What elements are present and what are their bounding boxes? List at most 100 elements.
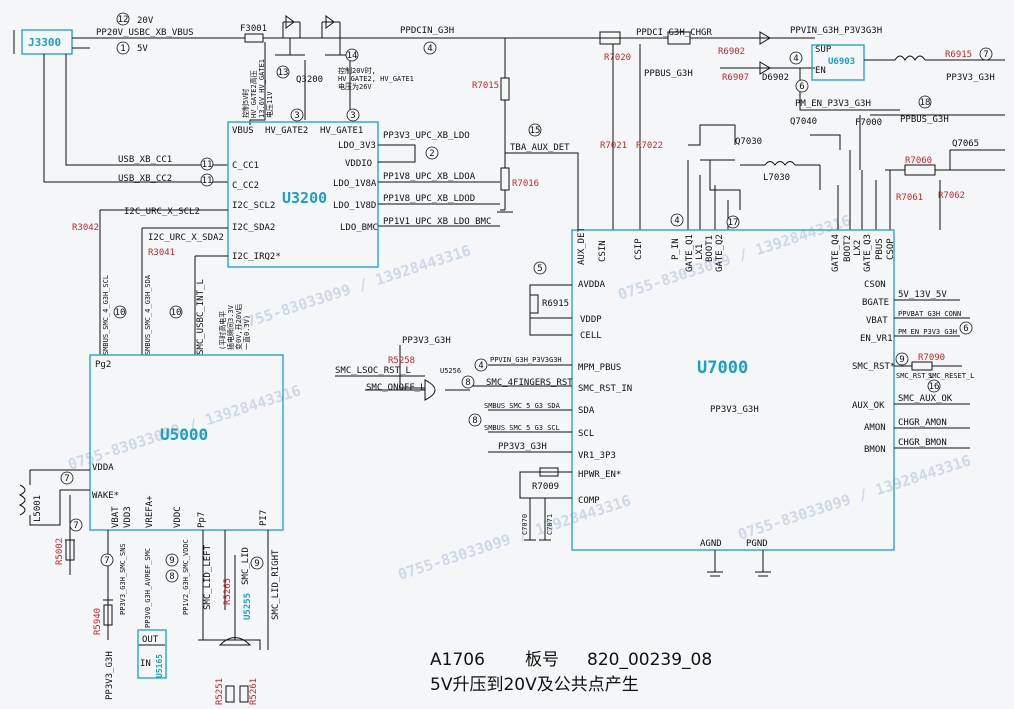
- d6902-label: D6902: [762, 73, 789, 83]
- q7030-label: Q7030: [735, 137, 762, 147]
- net-usb-cc2: USB_XB_CC2: [118, 174, 172, 184]
- u7000-pin-gate-q2: GATE_Q2: [715, 234, 725, 272]
- net-ppvin-p3v3: PPVIN_G3H_P3V3G3H: [790, 26, 882, 36]
- net-ldo-1v8d: PP1V8_UPC_XB_LDOD: [383, 194, 475, 204]
- res-r5251: R5251: [215, 678, 225, 705]
- fuse-f3001: [244, 33, 264, 43]
- u7000-pin-scl: SCL: [578, 429, 594, 439]
- u7000-pin-boot2: BOOT2: [843, 235, 853, 262]
- marker-15: 15: [528, 123, 542, 137]
- tba-aux-wire: [505, 152, 579, 230]
- marker-9a-text: 9: [899, 355, 904, 365]
- marker-16: 16: [927, 379, 941, 393]
- marker-12: 12: [116, 12, 130, 26]
- u3200-pin-vbus: VBUS: [232, 126, 254, 136]
- net-ppvbat: PPVBAT_G3H_CONN: [898, 310, 961, 318]
- marker-4d-text: 4: [478, 361, 483, 371]
- u6903-box[interactable]: [811, 44, 865, 81]
- u5000-pin-pi7: PI7: [259, 510, 269, 526]
- net-smc-onoff: SMC_ONOFF_L: [366, 383, 426, 393]
- u7000-pin-vbat: VBAT: [866, 316, 888, 326]
- net-chgr-amon: CHGR_AMON: [898, 418, 947, 428]
- u5000-box[interactable]: [89, 354, 284, 531]
- note-int-d: 一直0.3V): [242, 315, 251, 350]
- net-5v-13v: 5V_13V_5V: [898, 290, 947, 300]
- marker-17: 17: [726, 215, 740, 229]
- net-smbus-sda5: SMBUS_SMC_5_G3_SDA: [484, 402, 561, 410]
- u5165-box[interactable]: [137, 629, 167, 679]
- marker-12-text: 12: [118, 15, 129, 25]
- q7040-label: Q7040: [790, 117, 817, 127]
- marker-2-text: 2: [429, 149, 434, 159]
- marker-1-text: 1: [120, 44, 125, 54]
- res-r5940-body: [103, 604, 113, 626]
- l7030-label: L7030: [763, 173, 790, 183]
- marker-4a: 4: [423, 41, 437, 55]
- net-ldo-3v3: PP3V3_UPC_XB_LDO: [383, 131, 470, 141]
- marker-8a: 8: [461, 375, 475, 389]
- marker-8c-text: 8: [169, 572, 174, 582]
- res-r5251-body: [225, 685, 235, 703]
- u7000-box[interactable]: [571, 229, 895, 551]
- q7040-fets: [810, 134, 877, 230]
- marker-6b-text: 6: [963, 324, 968, 334]
- footer-caption: 5V升压到20V及公共点产生: [430, 675, 639, 695]
- marker-11a: 11: [200, 157, 214, 171]
- marker-4a-text: 4: [427, 44, 432, 54]
- u7000-pin-smc-rst-in: SMC_RST_IN: [578, 384, 632, 394]
- res-r7062: R7062: [938, 191, 965, 201]
- net-smc-usbc-int: SMC_USBC_INT_L: [196, 279, 206, 355]
- u6903-pin-en: EN: [815, 66, 826, 76]
- u5165-pin-in: IN: [140, 659, 151, 669]
- res-r5258: R5258: [388, 356, 415, 366]
- net-pp3v0-avref: PP3V0_G3H_AVREF_SMC: [144, 548, 152, 628]
- u5000-pin-vbat: VBAT: [111, 506, 121, 528]
- net-ppbus-top: PPBUS_G3H: [644, 69, 693, 79]
- d6902-diode: [759, 31, 771, 75]
- res-r6915: R6915: [945, 50, 972, 60]
- u3200-pin-c-cc1: C_CC1: [232, 161, 259, 171]
- note-hv20-a: 控制20V时,: [338, 66, 376, 75]
- res-r6902: R6902: [718, 47, 745, 57]
- f3001-label: F3001: [240, 24, 267, 34]
- u5255-gate: [218, 637, 252, 646]
- marker-3a: 3: [290, 108, 304, 122]
- f7000-label: F7000: [855, 118, 882, 128]
- u3200-label: U3200: [282, 189, 327, 207]
- net-chgr-bmon: CHGR_BMON: [898, 438, 947, 448]
- marker-9a: 9: [895, 352, 909, 366]
- u3200-box[interactable]: [227, 121, 379, 268]
- res-r5261-body: [239, 685, 249, 703]
- net-smc-lsoc: SMC_LSOC_RST_L: [335, 366, 411, 376]
- marker-7c-text: 7: [73, 521, 78, 531]
- q3200-label: Q3200: [296, 75, 323, 85]
- net-pp3v3-smc: PP3V3_G3H_SMC_SNS: [119, 543, 127, 615]
- q7065-label: Q7065: [952, 139, 979, 149]
- marker-10b-text: 10: [171, 308, 182, 318]
- u7000-pin-hpwr-en: HPWR_EN*: [578, 470, 621, 480]
- note-q3200-d: 电压11V: [265, 91, 274, 118]
- note-hv20-b: HV_GATE2, HV_GATE1: [338, 75, 414, 83]
- net-pm-en: PM_EN_P3V3_G3H: [795, 99, 871, 109]
- u7000-pin-p-in: P_IN: [671, 238, 681, 260]
- marker-4d: 4: [474, 358, 488, 372]
- res-r6915b-body: [529, 294, 539, 314]
- net-smc-reset-l: SMC_RESET_L: [928, 372, 974, 380]
- marker-10a-text: 10: [115, 308, 126, 318]
- res-r7015-body: [500, 77, 510, 101]
- u7000-pin-cson: CSON: [864, 280, 886, 290]
- net-usb-cc1: USB_XB_CC1: [118, 155, 172, 165]
- res-r7021: R7021: [600, 141, 627, 151]
- res-r7015: R7015: [472, 81, 499, 91]
- net-pp3v3-g3h: PP3V3_G3H: [402, 336, 451, 346]
- u7000-pin-avdda: AVDDA: [578, 280, 606, 290]
- j3300-box[interactable]: [21, 29, 73, 55]
- cap-c7070: C7070: [521, 514, 529, 535]
- u5000-pin-wake: WAKE*: [92, 491, 119, 501]
- u3200-pin-hv-gate2: HV_GATE2: [265, 126, 308, 136]
- u7000-pin-gate-q4: GATE_Q4: [831, 234, 841, 272]
- marker-7d: 7: [100, 553, 114, 567]
- net-smc-lid-left: SMC_LID_LEFT: [203, 544, 213, 610]
- int-note: (平时高电平 插电瞬间3.3V 变0V,开20V后 一直0.3V): [218, 304, 251, 350]
- marker-4c: 4: [789, 51, 803, 65]
